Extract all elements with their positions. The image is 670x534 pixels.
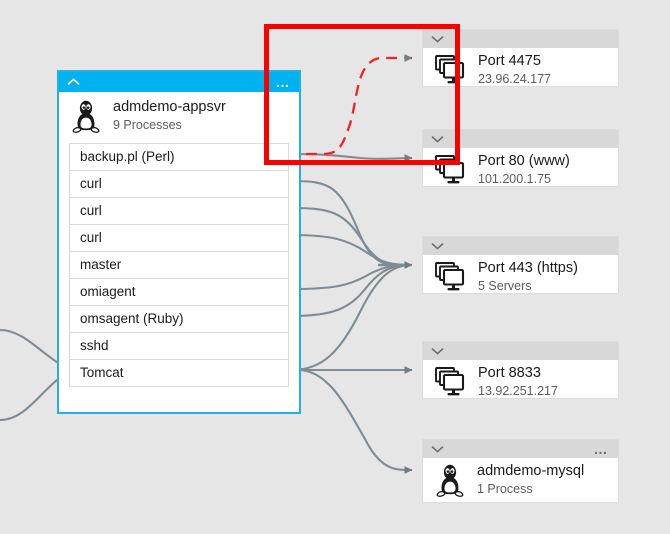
process-row[interactable]: omsagent (Ruby) [70, 306, 288, 333]
node-card-header[interactable] [423, 130, 618, 148]
node-card-port-80[interactable]: Port 80 (www) 101.200.1.75 [423, 130, 618, 186]
machine-header[interactable]: admdemo-appsvr 9 Processes [59, 92, 299, 139]
machine-process-count: 9 Processes [113, 118, 182, 132]
chevron-down-icon[interactable] [431, 135, 444, 143]
chevron-down-icon[interactable] [431, 35, 444, 43]
machine-group-panel[interactable]: … admdemo-appsvr 9 Proce [57, 70, 301, 414]
chevron-down-icon[interactable] [431, 347, 444, 355]
machine-name: admdemo-appsvr [113, 99, 226, 115]
node-subtitle: 13.92.251.217 [478, 384, 558, 398]
node-subtitle: 23.96.24.177 [478, 72, 551, 86]
process-row[interactable]: backup.pl (Perl) [70, 144, 288, 171]
node-title: Port 4475 [478, 53, 541, 69]
node-card-body[interactable]: Port 80 (www) 101.200.1.75 [423, 148, 618, 194]
server-stack-icon [435, 262, 467, 292]
machine-panel-titlebar[interactable]: … [59, 72, 299, 92]
node-card-header[interactable] [423, 342, 618, 360]
node-title: Port 8833 [478, 365, 541, 381]
process-row[interactable]: curl [70, 198, 288, 225]
node-card-header[interactable] [423, 30, 618, 48]
node-card-header[interactable]: … [423, 440, 618, 458]
node-title: admdemo-mysql [477, 463, 585, 479]
node-subtitle: 1 Process [477, 482, 533, 496]
server-stack-icon [435, 55, 467, 85]
process-row[interactable]: sshd [70, 333, 288, 360]
process-row[interactable]: curl [70, 171, 288, 198]
chevron-down-icon[interactable] [431, 445, 444, 453]
node-card-header[interactable] [423, 237, 618, 255]
chevron-down-icon[interactable] [431, 242, 444, 250]
linux-penguin-icon [71, 99, 101, 133]
node-title: Port 443 (https) [478, 260, 578, 276]
node-subtitle: 101.200.1.75 [478, 172, 551, 186]
ellipsis-icon[interactable]: … [275, 74, 291, 90]
process-list[interactable]: backup.pl (Perl) curl curl curl master o… [69, 143, 289, 387]
linux-penguin-icon [435, 463, 465, 497]
node-card-body[interactable]: Port 443 (https) 5 Servers [423, 255, 618, 301]
node-card-port-443[interactable]: Port 443 (https) 5 Servers [423, 237, 618, 293]
node-card-port-4475[interactable]: Port 4475 23.96.24.177 [423, 30, 618, 86]
server-stack-icon [435, 155, 467, 185]
process-row[interactable]: curl [70, 225, 288, 252]
process-row[interactable]: master [70, 252, 288, 279]
node-subtitle: 5 Servers [478, 279, 532, 293]
chevron-up-icon[interactable] [67, 78, 80, 86]
node-card-body[interactable]: Port 8833 13.92.251.217 [423, 360, 618, 406]
ellipsis-icon[interactable]: … [593, 441, 609, 457]
node-card-body[interactable]: admdemo-mysql 1 Process [423, 458, 618, 504]
node-card-port-8833[interactable]: Port 8833 13.92.251.217 [423, 342, 618, 398]
node-title: Port 80 (www) [478, 153, 570, 169]
node-card-body[interactable]: Port 4475 23.96.24.177 [423, 48, 618, 94]
node-card-admdemo-mysql[interactable]: … admdemo-mysql 1 Process [423, 440, 618, 502]
process-row[interactable]: omiagent [70, 279, 288, 306]
server-stack-icon [435, 367, 467, 397]
process-row[interactable]: Tomcat [70, 360, 288, 387]
